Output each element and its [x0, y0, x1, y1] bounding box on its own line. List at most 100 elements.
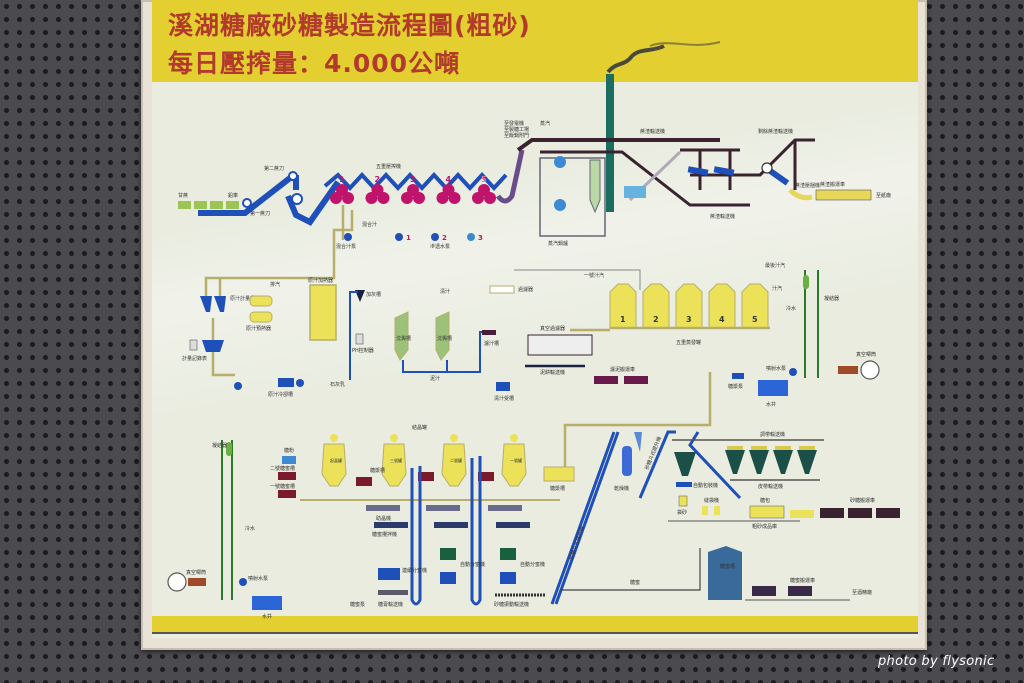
- label-boiler-note: 至製糖工場: [504, 126, 529, 133]
- label-belt1: 調帶輸送機: [760, 431, 785, 438]
- label-surplus-conveyor: 剩餘蔗渣輸送機: [758, 128, 793, 135]
- label-cake-conveyor: 泥餅輸送機: [540, 369, 565, 376]
- label-mixed-juice: 混合汁: [362, 221, 377, 228]
- mill-1: 1: [330, 175, 354, 204]
- label-exhaust: 排汽: [270, 281, 280, 288]
- label-bin: 自動包裝機: [693, 482, 718, 489]
- label-syrup-pump: 糖漿泵: [728, 383, 743, 390]
- label-mixer: 糖蜜攪拌機: [372, 531, 397, 538]
- label-jet-pump: 噴射水泵: [766, 365, 786, 372]
- evaporator-1: 1: [609, 283, 637, 329]
- sign-subtitle: 每日壓搾量：4.000公噸: [168, 49, 461, 78]
- label-boiler-note: 至發電機: [504, 120, 524, 127]
- label-boiler-note: 至飯鍋附門: [504, 132, 529, 139]
- label-sugar-conveyor: 糖膏輸送機: [378, 601, 403, 608]
- chimney: [606, 41, 721, 212]
- pump-icon: [234, 382, 242, 390]
- label-molasses-pump: 糖蜜泵: [350, 601, 365, 608]
- label-clear-juice: 清汁: [440, 288, 450, 295]
- label-centrifuge-1: 自動分蜜機: [460, 561, 485, 568]
- label-dryer: 乾燥機: [614, 485, 629, 492]
- pump-number: 2: [442, 234, 447, 242]
- evaporator-number: 4: [719, 315, 725, 324]
- label-centrifuge-c: 連續分蜜機: [402, 567, 427, 574]
- label-clear-juice-tank: 清汁受槽: [494, 395, 514, 402]
- label-well2: 水井: [262, 613, 272, 620]
- evaporator-2: 2: [642, 283, 670, 329]
- sign-panel: [152, 0, 918, 638]
- label-bagasse-truck: 蔗渣搬運車: [820, 181, 845, 188]
- packing: 砂糖斗式提升機 乾燥機 砂糖斗式提升機 自動包裝機 袋砂 縫袋機 糖包 粗砂成品…: [550, 430, 900, 605]
- label-molasses2: 二號糖蜜槽: [270, 465, 295, 472]
- label-steam: 蒸汽: [540, 120, 550, 127]
- label-centrifuge-2: 自動分蜜機: [520, 561, 545, 568]
- label-ph: PH控制器: [352, 347, 374, 354]
- label-molasses-tank: 糖蜜槽: [720, 563, 735, 570]
- label-cane: 甘蔗: [178, 192, 188, 199]
- photo-credit: photo by flysonic: [878, 654, 995, 669]
- pan-label: 三號罐: [390, 457, 402, 463]
- label-bagasse-conveyor2: 蔗渣輸送機: [710, 213, 735, 220]
- evaporator-5: 5: [741, 283, 769, 329]
- recorder-icon: [189, 339, 198, 351]
- pan-label: 二號罐: [450, 457, 462, 463]
- bottom-band: [152, 616, 918, 634]
- evaporator-4: 4: [708, 283, 736, 329]
- label-vibrating-conveyor: 砂糖振動輸送機: [494, 601, 529, 608]
- label-cart: 鉛車: [228, 192, 238, 199]
- label-pulp-mill: 至紙廠: [876, 192, 891, 199]
- label-cold-water: 冷水: [786, 305, 796, 312]
- mill-pumps: 混合汁泵 混合汁 1 2 3 滲透水泵: [332, 205, 483, 250]
- pump-number: 1: [406, 234, 411, 242]
- mill-4: 4: [436, 175, 461, 204]
- label-well: 水井: [766, 401, 776, 408]
- bagasse-truck: [815, 189, 872, 201]
- vacuum-pan: 三號罐: [381, 434, 407, 487]
- cane-carts: 甘蔗 鉛車: [178, 192, 239, 209]
- pump-icon: [296, 379, 304, 387]
- label-mud: 泥汁: [430, 375, 440, 382]
- pump-icon: [467, 233, 475, 241]
- evaporator-number: 1: [620, 315, 626, 324]
- label-filter-tank: 濾汁槽: [484, 340, 499, 347]
- feeder-icon: [713, 166, 735, 176]
- label-knife1: 第一蔗刀: [250, 210, 270, 217]
- label-evaporator: 五重蒸發罐: [676, 339, 701, 346]
- label-crystallizer: 助晶機: [376, 515, 391, 522]
- pan-label: 一號罐: [510, 457, 522, 463]
- label-settler: 沈澱槽: [437, 335, 452, 342]
- label-condenser: 凝結器: [824, 295, 839, 302]
- label-recorder: 計量記錄表: [182, 355, 207, 362]
- mill-5: 5: [472, 175, 496, 204]
- label-vacuum-filter: 真空過濾器: [540, 325, 565, 332]
- label-imbibition-pump: 滲透水泵: [430, 243, 450, 250]
- label-condenser2: 凝結器: [212, 442, 227, 449]
- label-elevator: 砂糖斗式提升機: [567, 525, 586, 560]
- label-milk-of-lime: 石灰乳: [330, 381, 345, 388]
- label-mill-train: 五重壓搾機: [376, 163, 401, 170]
- label-truck: 砂糖搬運車: [850, 497, 875, 504]
- label-strainer: 過濾器: [518, 286, 533, 293]
- mill-2: 2: [365, 175, 390, 204]
- knife-icon: [242, 198, 252, 208]
- pump-icon: [395, 233, 403, 241]
- sugar-bin: [749, 446, 769, 474]
- sugar-bin: [773, 446, 793, 474]
- pump-number: 3: [478, 234, 483, 242]
- smoke-icon: [606, 44, 665, 74]
- crystallization: 結晶罐 起晶罐三號罐二號罐一號罐 凝結器 冷水 水井 噴射水泵 真空唧筒 糖粉 …: [167, 424, 575, 620]
- label-belt2: 皮帶輸送機: [758, 483, 783, 490]
- label-heater1: 原汁預熱器: [246, 325, 271, 332]
- vacuum-pan: 起晶罐: [321, 434, 347, 487]
- label-sewing: 縫袋機: [704, 497, 719, 504]
- label-syrup: 糖漿槽: [370, 467, 385, 474]
- pump-icon: [344, 233, 352, 241]
- label-molasses: 糖蜜: [630, 579, 640, 586]
- label-vapor: 汁汽: [772, 285, 782, 292]
- label-cake-truck: 濾泥搬運車: [610, 366, 635, 373]
- sugar-bin: [797, 446, 817, 474]
- label-last-vapor: 最後汁汽: [765, 262, 785, 269]
- sign-title: 溪湖糖廠砂糖製造流程圖(粗砂): [168, 11, 531, 40]
